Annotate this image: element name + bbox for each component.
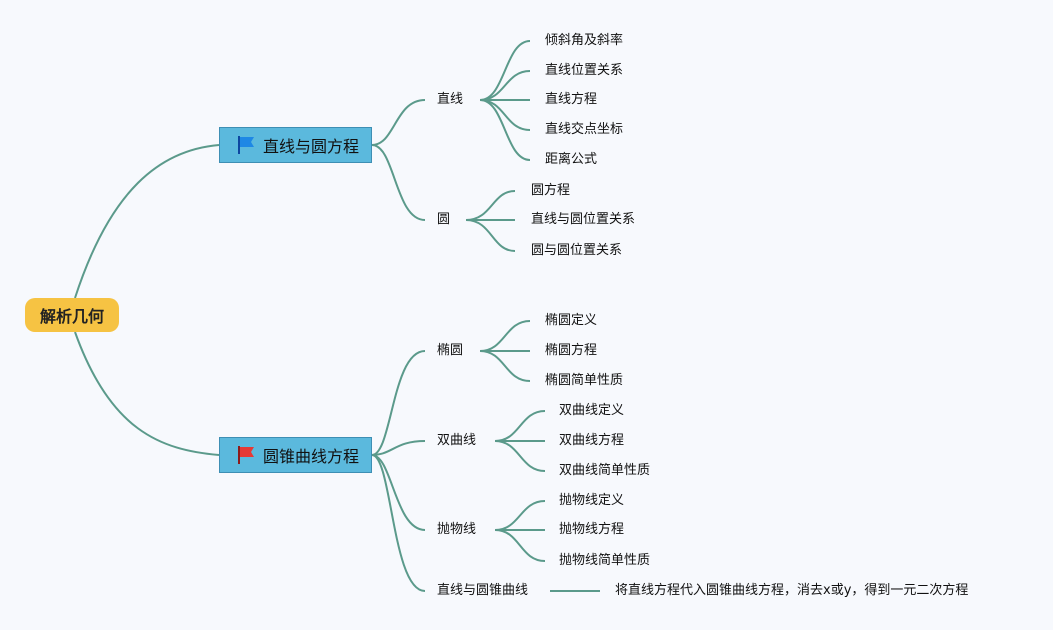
- leaf-node[interactable]: 距离公式: [545, 152, 598, 167]
- leaf-node[interactable]: 直线方程: [545, 92, 598, 107]
- leaf-node[interactable]: 椭圆方程: [545, 343, 598, 358]
- leaf-node[interactable]: 直线位置关系: [545, 63, 624, 78]
- branch-label: 圆锥曲线方程: [263, 447, 360, 466]
- topic-circle[interactable]: 圆: [437, 212, 451, 227]
- topic-line-conic[interactable]: 直线与圆锥曲线: [437, 583, 529, 598]
- topic-hyperbola[interactable]: 双曲线: [437, 433, 477, 448]
- leaf-node[interactable]: 圆与圆位置关系: [531, 243, 623, 258]
- leaf-node[interactable]: 抛物线方程: [559, 522, 625, 537]
- leaf-node[interactable]: 倾斜角及斜率: [545, 33, 624, 48]
- leaf-node[interactable]: 双曲线定义: [559, 403, 625, 418]
- red-flag-icon: [238, 446, 254, 464]
- topic-parabola[interactable]: 抛物线: [437, 522, 477, 537]
- leaf-node[interactable]: 圆方程: [531, 183, 571, 198]
- root-label: 解析几何: [39, 307, 104, 326]
- topic-line[interactable]: 直线: [437, 92, 464, 107]
- leaf-node[interactable]: 椭圆定义: [545, 313, 598, 328]
- branch-conic[interactable]: 圆锥曲线方程: [219, 437, 372, 473]
- leaf-node[interactable]: 抛物线简单性质: [559, 553, 651, 568]
- leaf-node[interactable]: 双曲线简单性质: [559, 463, 651, 478]
- branch-line-circle[interactable]: 直线与圆方程: [219, 127, 372, 163]
- leaf-node[interactable]: 双曲线方程: [559, 433, 625, 448]
- leaf-node[interactable]: 直线交点坐标: [545, 122, 624, 137]
- topic-ellipse[interactable]: 椭圆: [437, 343, 464, 358]
- branch-label: 直线与圆方程: [263, 137, 360, 156]
- leaf-node[interactable]: 椭圆简单性质: [545, 373, 624, 388]
- root-node[interactable]: 解析几何: [25, 298, 119, 332]
- leaf-node[interactable]: 直线与圆位置关系: [531, 212, 636, 227]
- leaf-node[interactable]: 将直线方程代入圆锥曲线方程，消去x或y，得到一元二次方程: [615, 583, 969, 598]
- blue-flag-icon: [238, 136, 254, 154]
- leaf-node[interactable]: 抛物线定义: [559, 493, 625, 508]
